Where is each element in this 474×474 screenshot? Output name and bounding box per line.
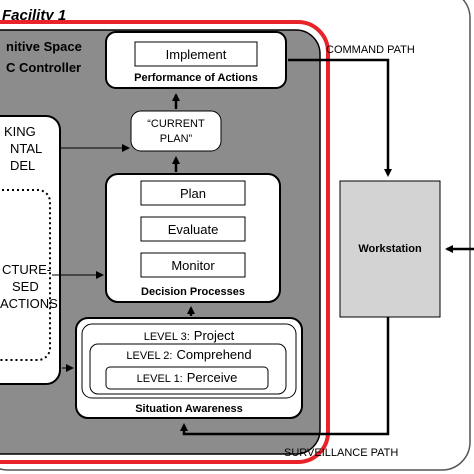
mental-model-line2: NTAL [10,141,42,156]
plan-box [140,180,246,206]
current-plan-box [130,110,222,152]
level2-name: Comprehend [176,347,251,362]
workstation-label: Workstation [358,243,422,255]
controller-red-border [0,20,330,464]
level1-prefix: LEVEL 1: [137,373,183,385]
level1-box [105,366,269,390]
situation-awareness-title: Situation Awareness [135,403,243,415]
current-plan-line2: PLAN” [160,133,193,145]
monitor-label: Monitor [171,258,215,273]
mental-model-line3: DEL [10,158,35,173]
plan-label: Plan [180,186,206,201]
level1-name: Perceive [187,370,238,385]
implement-box [134,41,258,67]
level3-prefix: LEVEL 3: [144,331,190,343]
evaluate-label: Evaluate [168,222,219,237]
structure-line1: CTURE- [2,262,51,277]
model-connectors [52,144,130,372]
surveillance-path-label: SURVEILLANCE PATH [284,447,398,459]
evaluate-box [140,216,246,242]
monitor-box [140,252,246,278]
facility-label: Facility 1 [2,7,66,24]
controller-title-line2: C Controller [6,60,81,75]
structure-line2: SED [12,279,39,294]
controller-title-line1: nitive Space [6,39,82,54]
level2-label: LEVEL 2: Comprehend [126,347,251,362]
arrow-workstation-to-sa [180,317,390,436]
level3-label: LEVEL 3: Project [144,328,235,343]
arrow-actions-to-workstation [288,58,392,177]
connectors [172,58,474,436]
workstation-box [339,180,441,318]
structure-line3: ACTIONS [0,296,58,311]
performance-actions-title: Performance of Actions [134,72,258,84]
structure-actions-dotted-box [0,189,51,361]
current-plan-line1: “CURRENT [147,118,205,130]
level1-label: LEVEL 1: Perceive [137,370,238,385]
level3-name: Project [194,328,235,343]
command-path-label: COMMAND PATH [326,44,415,56]
decision-processes-title: Decision Processes [141,286,245,298]
mental-model-line1: KING [4,124,36,139]
implement-label: Implement [166,47,227,62]
level2-prefix: LEVEL 2: [126,350,172,362]
